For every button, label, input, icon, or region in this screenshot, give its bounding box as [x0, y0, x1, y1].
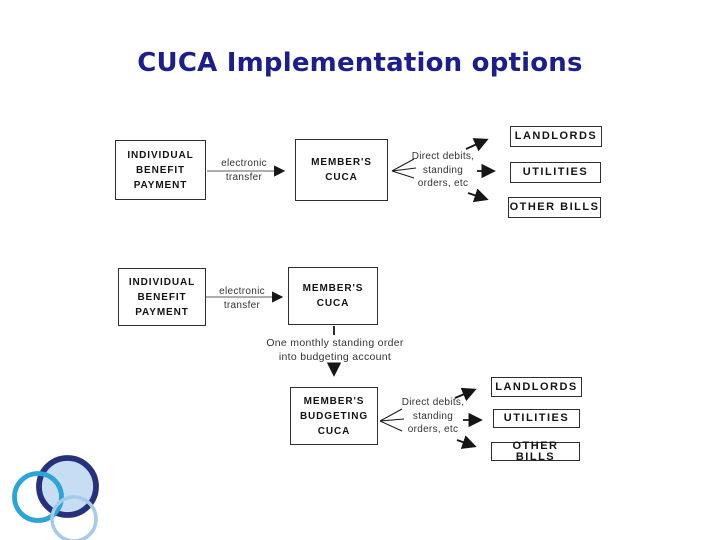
box-landlords: LANDLORDS	[491, 377, 582, 397]
label-direct-debits: Direct debits, standing orders, etc	[401, 397, 465, 435]
label-electronic-transfer: electronic transfer	[221, 158, 267, 183]
arrow-to-landlords-1	[465, 138, 489, 152]
box-individual-benefit-payment: INDIVIDUAL BENEFIT PAYMENT	[118, 268, 206, 326]
label-electronic-transfer: electronic transfer	[219, 286, 265, 311]
box-other-bills: OTHER BILLS	[491, 440, 580, 462]
box-members-cuca: MEMBER'S CUCA	[288, 267, 378, 325]
logo-lightblue-ring	[50, 495, 98, 540]
box-individual-benefit-payment: INDIVIDUAL BENEFIT PAYMENT	[115, 140, 206, 200]
label-monthly-standing-order: One monthly standing order into budgetin…	[266, 337, 404, 363]
arrow-to-other-bills-2	[456, 435, 477, 449]
box-other-bills: OTHER BILLS	[508, 197, 601, 218]
box-utilities: UTILITIES	[493, 409, 580, 428]
box-members-budgeting-cuca: MEMBER'S BUDGETING CUCA	[290, 387, 378, 445]
box-utilities: UTILITIES	[510, 162, 601, 183]
logo-navy-circle	[36, 455, 99, 518]
circles-logo	[12, 455, 99, 540]
logo-cyan-ring	[12, 471, 64, 523]
box-members-cuca: MEMBER'S CUCA	[295, 139, 388, 201]
label-direct-debits: Direct debits, standing orders, etc	[411, 151, 475, 189]
page-title: CUCA Implementation options	[137, 48, 583, 78]
arrow-to-other-bills-1	[467, 188, 489, 203]
box-landlords: LANDLORDS	[510, 126, 602, 147]
